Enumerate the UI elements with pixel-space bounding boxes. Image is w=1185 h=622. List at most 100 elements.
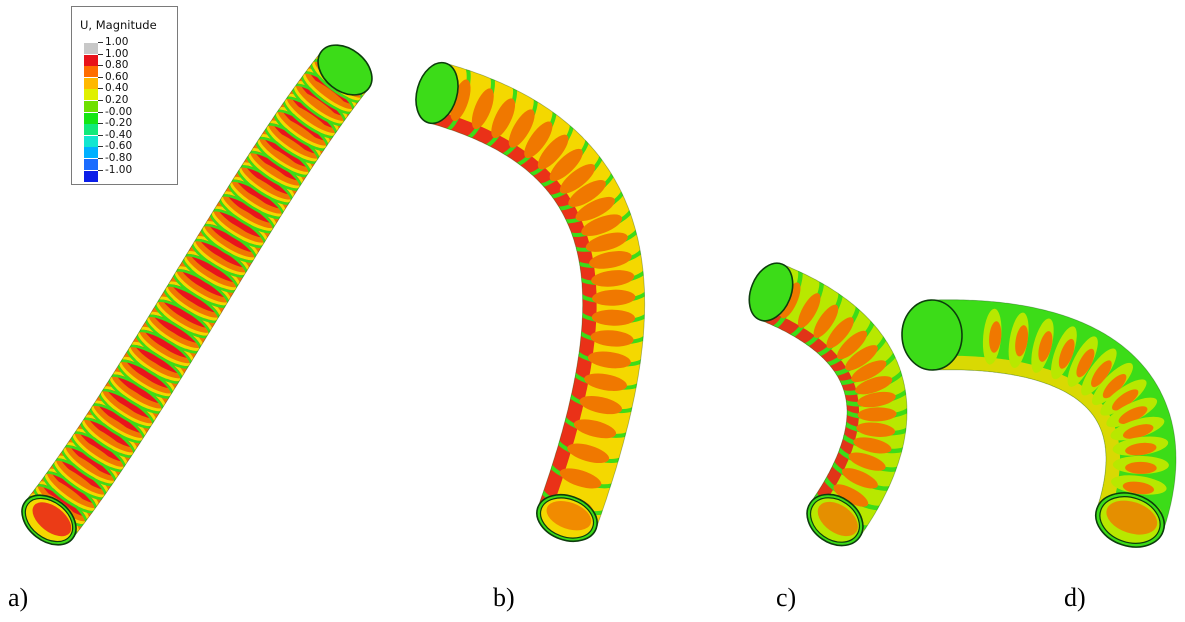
legend-value: 0.60 xyxy=(105,70,129,83)
legend-value: -0.60 xyxy=(105,140,133,153)
tube-band xyxy=(841,468,878,489)
tube-band xyxy=(1118,406,1148,424)
legend-value: -0.40 xyxy=(105,128,133,141)
legend-swatch xyxy=(84,66,98,78)
legend-value: 1.00 xyxy=(105,47,129,60)
legend-title: U, Magnitude xyxy=(80,18,157,32)
tube-band xyxy=(567,443,610,464)
tube-band xyxy=(1122,481,1155,495)
legend-tick xyxy=(98,169,103,171)
tube-band xyxy=(857,407,897,422)
tube-band xyxy=(584,373,628,391)
legend-tick xyxy=(98,76,103,78)
tube-band xyxy=(1125,442,1157,456)
tube-inner-band xyxy=(817,501,858,537)
tube-a xyxy=(21,44,373,546)
legend-swatch xyxy=(84,101,98,112)
legend-swatch xyxy=(84,135,98,147)
tube-band xyxy=(848,452,886,471)
legend-swatch xyxy=(84,77,98,89)
legend-value: 1.00 xyxy=(105,36,129,48)
tube-end-rim xyxy=(901,299,963,371)
tube-band xyxy=(989,321,1002,353)
tube-band xyxy=(836,330,868,360)
tube-band xyxy=(853,437,892,454)
legend-tick xyxy=(98,88,103,90)
legend-tick xyxy=(98,134,103,136)
tube-b xyxy=(415,61,646,542)
tube-band xyxy=(589,251,632,269)
legend-value: -1.00 xyxy=(105,163,133,176)
legend-swatch xyxy=(84,170,98,182)
panel-label-b: b) xyxy=(493,583,515,612)
tube-band xyxy=(559,468,602,489)
tube-band xyxy=(1015,325,1029,357)
tube-band xyxy=(559,163,596,194)
tube-inner-band xyxy=(32,502,72,537)
tube-band xyxy=(508,109,535,148)
tube-band xyxy=(575,196,615,222)
legend-tick xyxy=(98,42,103,43)
legend-swatch xyxy=(84,54,98,66)
tube-band xyxy=(845,345,878,371)
tube-band xyxy=(1125,461,1157,474)
tube-band xyxy=(1058,338,1075,369)
tube-end-rim xyxy=(415,61,459,125)
legend-tick xyxy=(98,65,103,67)
tube-end-rim xyxy=(317,44,373,96)
tube-inner-band xyxy=(1106,500,1158,535)
legend-tick xyxy=(98,146,103,148)
tube-band xyxy=(450,79,471,121)
tube-band xyxy=(797,293,821,328)
tube-band xyxy=(524,121,553,159)
tube-band xyxy=(471,88,494,130)
tube-band xyxy=(1076,348,1095,378)
legend-value: -0.80 xyxy=(105,152,133,164)
tube-band xyxy=(491,98,516,139)
tube-d xyxy=(901,299,1177,548)
legend-value: -0.20 xyxy=(105,117,133,130)
legend-swatch xyxy=(84,43,98,54)
tube-inner-band xyxy=(546,500,592,531)
tube-shade xyxy=(932,355,1120,514)
tube-c xyxy=(748,262,908,547)
legend-value: 0.20 xyxy=(105,94,129,106)
tube-end-rim xyxy=(748,262,794,322)
tube-band xyxy=(856,422,896,437)
tube-band xyxy=(591,309,636,326)
tube-band xyxy=(833,484,869,507)
tube-band xyxy=(579,396,623,415)
tube-body xyxy=(428,63,645,529)
tube-band xyxy=(1091,360,1112,388)
tube-band xyxy=(592,289,636,306)
legend-swatch xyxy=(84,159,98,170)
legend-swatch xyxy=(84,147,98,159)
legend-swatch xyxy=(84,89,98,101)
tube-band xyxy=(585,232,628,252)
legend-value: -0.00 xyxy=(105,105,133,118)
legend-swatch xyxy=(84,124,98,136)
legend-value: 0.40 xyxy=(105,82,129,95)
tube-band xyxy=(1111,389,1139,411)
tube-band xyxy=(826,317,854,349)
tube-band xyxy=(573,419,617,439)
tube-band xyxy=(855,376,893,395)
tube-band xyxy=(587,351,631,369)
tube-band xyxy=(1122,424,1154,439)
tube-band xyxy=(549,148,583,182)
tube-band xyxy=(1102,373,1127,399)
panel-label-c: c) xyxy=(776,583,797,612)
tube-band xyxy=(537,134,569,170)
legend-tick xyxy=(98,123,103,125)
panel-label-d: d) xyxy=(1064,583,1086,612)
legend-tick xyxy=(98,100,103,101)
tube-band xyxy=(591,270,635,287)
tube-band xyxy=(568,180,606,207)
tube-band xyxy=(779,282,801,319)
legend-value: 0.80 xyxy=(105,59,129,72)
legend-tick xyxy=(98,53,103,55)
tube-band xyxy=(581,214,623,236)
tube-band xyxy=(813,304,839,338)
